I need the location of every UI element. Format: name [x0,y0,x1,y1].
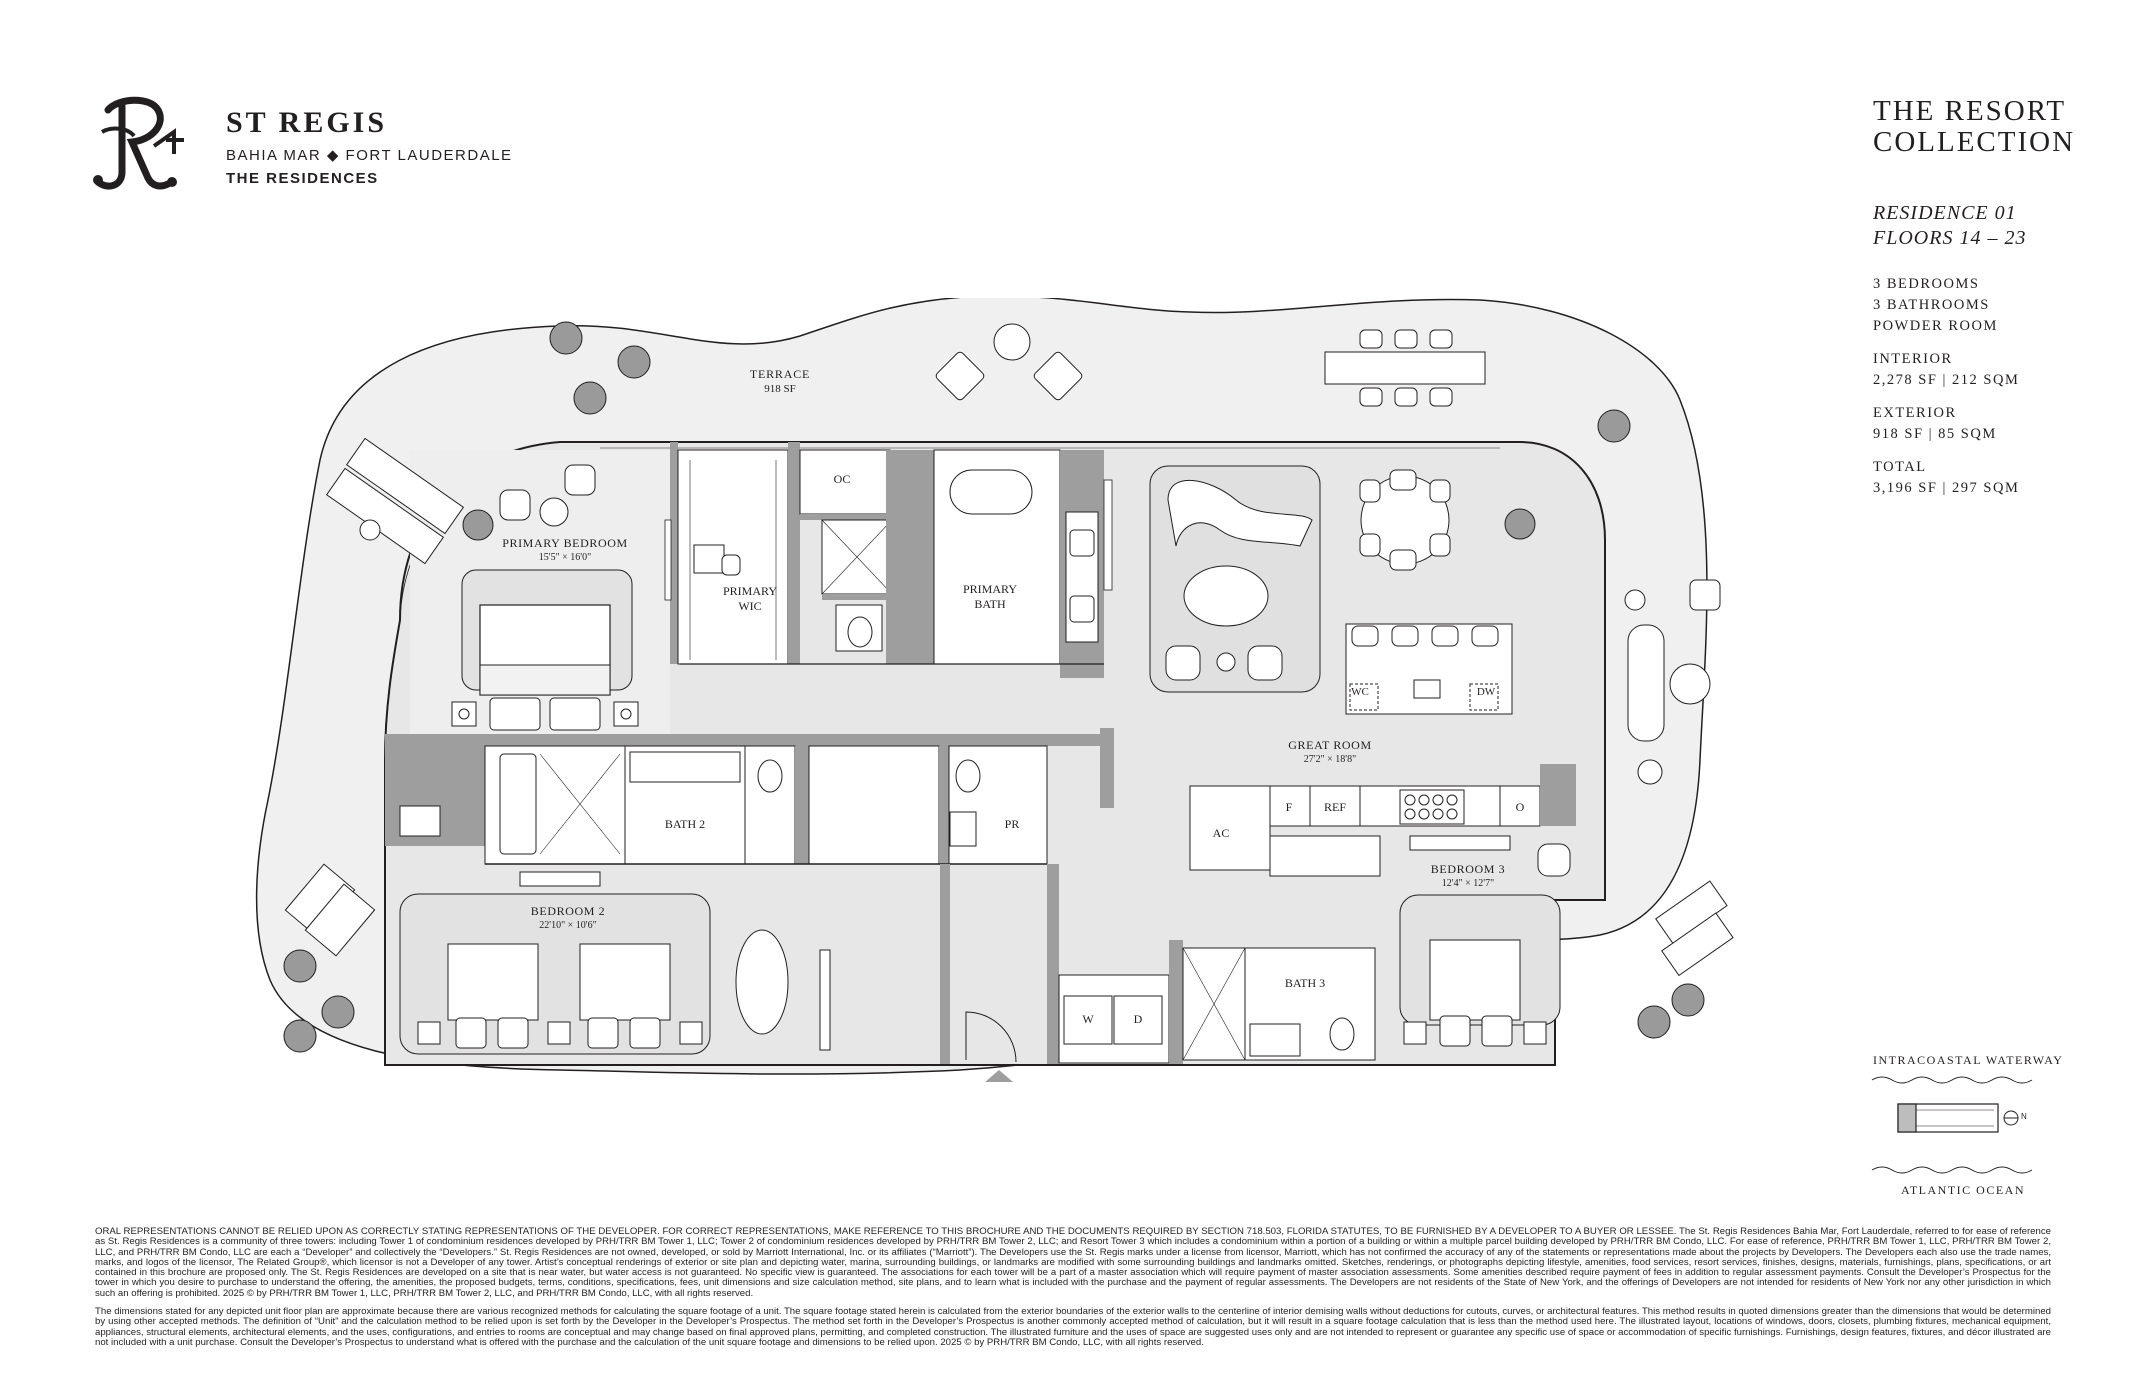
great-room-dim: 27'2" × 18'8" [1303,754,1357,765]
bath2-label: BATH 2 [664,817,706,831]
spec-exterior-label: EXTERIOR [1873,405,1957,421]
legal-disclaimer-2: The dimensions stated for any depicted u… [95,1306,2051,1348]
dw-label: DW [1476,686,1496,698]
ac-label: AC [1212,826,1230,840]
spec-bathrooms: 3 BATHROOMS [1873,297,1990,313]
dryer-label: D [1133,1012,1143,1026]
ref-label: REF [1323,800,1346,814]
primary-bath-label-1: PRIMARY [962,582,1018,596]
bedroom2-label: BEDROOM 2 [530,904,606,918]
floor-plan [255,298,1734,1082]
collection-title: THE RESORT COLLECTION [1873,96,2075,158]
terrace-area: 918 SF [764,383,796,395]
fridge-f-label: F [1285,800,1293,814]
compass-bottom-label: ATLANTIC OCEAN [1901,1183,2025,1197]
compass-top-label: INTRACOASTAL WATERWAY [1873,1053,2064,1067]
pr-label: PR [1004,817,1020,831]
oven-label: O [1515,800,1525,814]
brand-name: ST REGIS [226,106,388,139]
spec-total-label: TOTAL [1873,459,1927,475]
wc-label: WC [1351,686,1369,698]
residence-title: RESIDENCE 01 FLOORS 14 – 23 [1873,201,2026,251]
spec-interior-value: 2,278 SF | 212 SQM [1873,372,2020,388]
residence-specs: 3 BEDROOMS 3 BATHROOMS POWDER ROOM INTER… [1873,274,2019,499]
brand-subtitle: THE RESIDENCES [226,170,379,187]
oc-label: OC [833,472,851,486]
residence-floors: FLOORS 14 – 23 [1873,227,2027,249]
bedroom3-label: BEDROOM 3 [1430,862,1506,876]
spec-bedrooms: 3 BEDROOMS [1873,276,1980,292]
spec-exterior-value: 918 SF | 85 SQM [1873,426,1997,442]
orientation-diagram [1871,1076,2033,1174]
primary-wic-label-1: PRIMARY [722,584,778,598]
bath3-label: BATH 3 [1284,976,1326,990]
great-room-label: GREAT ROOM [1288,738,1372,752]
brand-location: BAHIA MAR ◆ FORT LAUDERDALE [226,147,513,164]
spec-interior-label: INTERIOR [1873,351,1953,367]
spec-total-value: 3,196 SF | 297 SQM [1873,480,2020,496]
brand-wordmark: ST REGIS BAHIA MAR ◆ FORT LAUDERDALE THE… [226,106,513,187]
primary-wic-label-2: WIC [738,599,762,613]
bedroom3-dim: 12'4" × 12'7" [1441,878,1495,889]
primary-bedroom-label: PRIMARY BEDROOM [502,536,628,550]
spec-powder-room: POWDER ROOM [1873,318,1998,334]
collection-line1: THE RESORT [1873,95,2067,127]
primary-bath-label-2: BATH [974,597,1006,611]
st-regis-monogram-logo [93,96,184,190]
residence-name: RESIDENCE 01 [1873,202,2017,224]
legal-disclaimer-1: ORAL REPRESENTATIONS CANNOT BE RELIED UP… [95,1226,2051,1299]
collection-line2: COLLECTION [1873,126,2076,158]
terrace-label: TERRACE [749,367,811,381]
bedroom2-dim: 22'10" × 10'6" [539,920,597,931]
compass-north-label: N [2021,1112,2027,1121]
washer-label: W [1082,1012,1094,1026]
primary-bedroom-dim: 15'5" × 16'0" [538,552,592,563]
